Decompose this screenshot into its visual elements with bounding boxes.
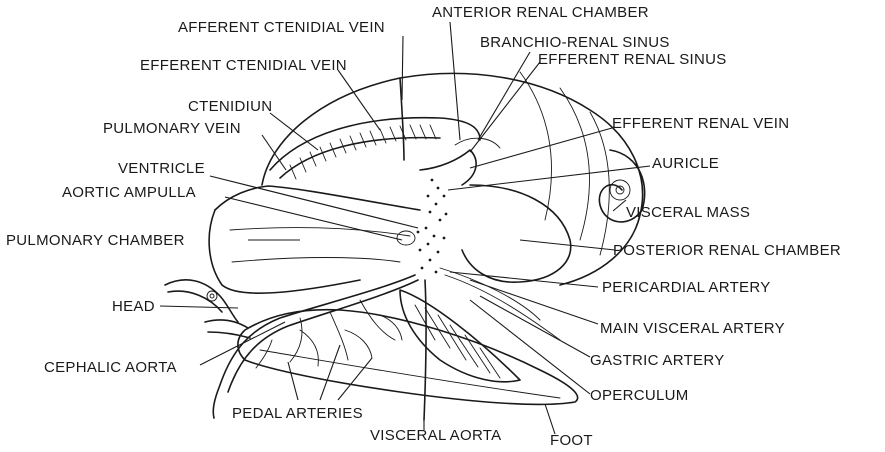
ctenidium-drawing: [270, 118, 480, 179]
label-cephalic-aorta: CEPHALIC AORTA: [44, 359, 177, 376]
head-and-tentacles: [165, 280, 250, 338]
labels: AFFERENT CTENIDIAL VEIN ANTERIOR RENAL C…: [6, 4, 841, 449]
label-ventricle: VENTRICLE: [118, 160, 205, 177]
heart-and-kidney: [397, 138, 571, 282]
label-efferent-renal-vein: EFFERENT RENAL VEIN: [612, 115, 789, 132]
label-visceral-aorta: VISCERAL AORTA: [370, 427, 501, 444]
label-head: HEAD: [112, 298, 155, 315]
label-branchio-renal-sinus: BRANCHIO-RENAL SINUS: [480, 34, 670, 51]
arteries-drawing: [213, 268, 560, 420]
label-efferent-renal-sinus: EFFERENT RENAL SINUS: [538, 51, 727, 68]
label-posterior-renal-chamber: POSTERIOR RENAL CHAMBER: [613, 242, 841, 259]
label-main-visceral-artery: MAIN VISCERAL ARTERY: [600, 320, 785, 337]
label-pedal-arteries: PEDAL ARTERIES: [232, 405, 363, 422]
leader-lines: [160, 22, 650, 434]
label-aortic-ampulla: AORTIC AMPULLA: [62, 184, 196, 201]
shell-outline: [262, 72, 645, 285]
label-pulmonary-vein: PULMONARY VEIN: [103, 120, 241, 137]
label-pulmonary-chamber: PULMONARY CHAMBER: [6, 232, 185, 249]
label-operculum: OPERCULUM: [590, 387, 689, 404]
label-anterior-renal-chamber: ANTERIOR RENAL CHAMBER: [432, 4, 649, 21]
label-foot: FOOT: [550, 432, 593, 449]
label-ctenidium: CTENIDIUN: [188, 98, 272, 115]
label-auricle: AURICLE: [652, 155, 719, 172]
label-gastric-artery: GASTRIC ARTERY: [590, 352, 725, 369]
label-pericardial-artery: PERICARDIAL ARTERY: [602, 279, 771, 296]
label-efferent-ctenidial-vein: EFFERENT CTENIDIAL VEIN: [140, 57, 347, 74]
foot-and-operculum: [238, 290, 578, 404]
label-visceral-mass: VISCERAL MASS: [626, 204, 750, 221]
label-afferent-ctenidial-vein: AFFERENT CTENIDIAL VEIN: [178, 19, 385, 36]
